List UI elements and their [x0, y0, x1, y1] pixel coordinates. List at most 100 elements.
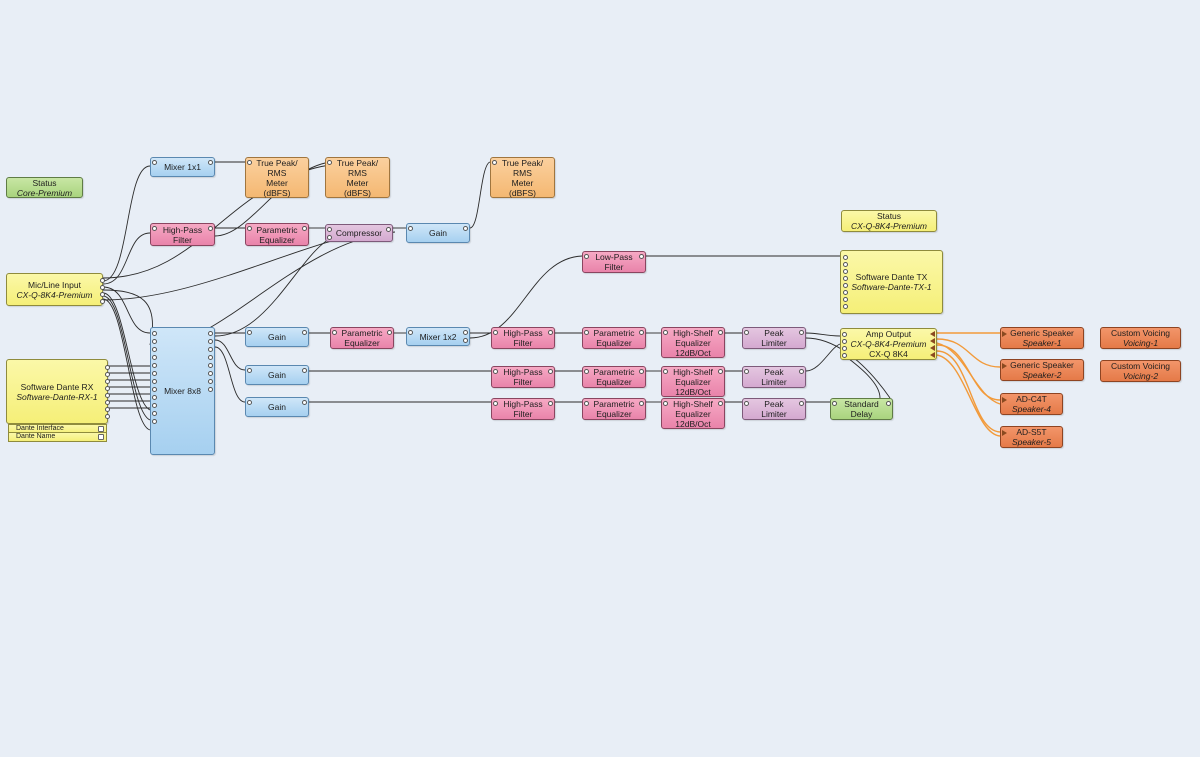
input-port[interactable] [843, 283, 848, 288]
mixer-1x1-block[interactable]: Mixer 1x1 [150, 157, 215, 177]
peak-limiter-block[interactable]: Peak Limiter [742, 327, 806, 349]
output-port[interactable] [105, 400, 110, 405]
standard-delay-block[interactable]: Standard Delay [830, 398, 893, 420]
input-port[interactable] [152, 387, 157, 392]
input-port[interactable] [152, 371, 157, 376]
output-port[interactable] [208, 379, 213, 384]
gain-block[interactable]: Gain [406, 223, 470, 243]
amp-output-block[interactable]: Amp Output CX-Q-8K4-Premium CX-Q 8K4 [840, 328, 937, 360]
parametric-equalizer-block[interactable]: Parametric Equalizer [582, 366, 646, 388]
dante-rx-block[interactable]: Software Dante RX Software-Dante-RX-1 [6, 359, 110, 424]
output-port[interactable] [548, 330, 553, 335]
high-pass-filter-block[interactable]: High-Pass Filter [491, 366, 555, 388]
speaker-out-icon[interactable] [930, 345, 935, 351]
output-port[interactable] [100, 292, 105, 297]
output-port[interactable] [105, 393, 110, 398]
output-port[interactable] [302, 400, 307, 405]
output-port[interactable] [548, 369, 553, 374]
true-peak-meter-block[interactable]: True Peak/ RMS Meter (dBFS) [325, 157, 390, 198]
speaker-in-icon[interactable] [1002, 331, 1007, 337]
input-port[interactable] [584, 254, 589, 259]
input-port[interactable] [843, 255, 848, 260]
output-port[interactable] [100, 299, 105, 304]
input-port[interactable] [152, 226, 157, 231]
input-port[interactable] [842, 346, 847, 351]
output-port[interactable] [799, 330, 804, 335]
input-port[interactable] [152, 331, 157, 336]
true-peak-meter-block[interactable]: True Peak/ RMS Meter (dBFS) [490, 157, 555, 198]
speaker-block[interactable]: AD-S5T Speaker-5 [1000, 426, 1063, 448]
output-port[interactable] [208, 363, 213, 368]
control-pin[interactable] [98, 426, 104, 432]
gain-block[interactable]: Gain [245, 327, 309, 347]
output-port[interactable] [463, 226, 468, 231]
input-port[interactable] [247, 160, 252, 165]
mic-line-input-block[interactable]: Mic/Line Input CX-Q-8K4-Premium [6, 273, 105, 306]
true-peak-meter-block[interactable]: True Peak/ RMS Meter (dBFS) [245, 157, 309, 198]
input-port[interactable] [842, 353, 847, 358]
high-shelf-equalizer-block[interactable]: High-Shelf Equalizer 12dB/Oct [661, 327, 725, 358]
output-port[interactable] [105, 414, 110, 419]
parametric-equalizer-block[interactable]: Parametric Equalizer [582, 398, 646, 420]
input-port[interactable] [842, 339, 847, 344]
input-port[interactable] [247, 226, 252, 231]
input-port[interactable] [152, 355, 157, 360]
input-port[interactable] [843, 269, 848, 274]
custom-voicing-block[interactable]: Custom Voicing Voicing-1 [1100, 327, 1181, 349]
output-port[interactable] [208, 160, 213, 165]
output-port[interactable] [302, 368, 307, 373]
input-port[interactable] [152, 363, 157, 368]
custom-voicing-block[interactable]: Custom Voicing Voicing-2 [1100, 360, 1181, 382]
peak-limiter-block[interactable]: Peak Limiter [742, 398, 806, 420]
input-port[interactable] [843, 290, 848, 295]
output-port[interactable] [799, 401, 804, 406]
output-port[interactable] [105, 372, 110, 377]
input-port[interactable] [152, 339, 157, 344]
output-port[interactable] [100, 285, 105, 290]
output-port[interactable] [639, 401, 644, 406]
input-port[interactable] [663, 401, 668, 406]
input-port[interactable] [663, 369, 668, 374]
input-port[interactable] [247, 330, 252, 335]
gain-block[interactable]: Gain [245, 365, 309, 385]
input-port[interactable] [152, 403, 157, 408]
speaker-block[interactable]: Generic Speaker Speaker-2 [1000, 359, 1084, 381]
status-core-block[interactable]: Status Core-Premium [6, 177, 83, 198]
control-pin[interactable] [98, 434, 104, 440]
output-port[interactable] [639, 369, 644, 374]
speaker-block[interactable]: Generic Speaker Speaker-1 [1000, 327, 1084, 349]
compressor-block[interactable]: Compressor [325, 224, 393, 242]
speaker-block[interactable]: AD-C4T Speaker-4 [1000, 393, 1063, 415]
input-port[interactable] [327, 227, 332, 232]
low-pass-filter-block[interactable]: Low-Pass Filter [582, 251, 646, 273]
parametric-equalizer-block[interactable]: Parametric Equalizer [245, 223, 309, 246]
output-port[interactable] [463, 330, 468, 335]
input-port[interactable] [832, 401, 837, 406]
high-shelf-equalizer-block[interactable]: High-Shelf Equalizer 12dB/Oct [661, 398, 725, 429]
parametric-equalizer-block[interactable]: Parametric Equalizer [582, 327, 646, 349]
mixer-8x8-block[interactable]: Mixer 8x8 [150, 327, 215, 455]
input-port[interactable] [493, 401, 498, 406]
speaker-in-icon[interactable] [1002, 397, 1007, 403]
input-port[interactable] [843, 304, 848, 309]
input-port[interactable] [584, 401, 589, 406]
output-port[interactable] [208, 339, 213, 344]
high-pass-filter-block[interactable]: High-Pass Filter [491, 398, 555, 420]
input-port[interactable] [744, 401, 749, 406]
peak-limiter-block[interactable]: Peak Limiter [742, 366, 806, 388]
high-pass-filter-block[interactable]: High-Pass Filter [491, 327, 555, 349]
output-port[interactable] [463, 338, 468, 343]
input-port[interactable] [744, 330, 749, 335]
input-port[interactable] [152, 160, 157, 165]
output-port[interactable] [105, 386, 110, 391]
output-port[interactable] [105, 379, 110, 384]
speaker-out-icon[interactable] [930, 338, 935, 344]
input-port[interactable] [843, 262, 848, 267]
mixer-1x2-block[interactable]: Mixer 1x2 [406, 327, 470, 346]
input-port[interactable] [327, 160, 332, 165]
gain-block[interactable]: Gain [245, 397, 309, 417]
output-port[interactable] [208, 387, 213, 392]
speaker-out-icon[interactable] [930, 352, 935, 358]
output-port[interactable] [100, 278, 105, 283]
input-port[interactable] [843, 276, 848, 281]
